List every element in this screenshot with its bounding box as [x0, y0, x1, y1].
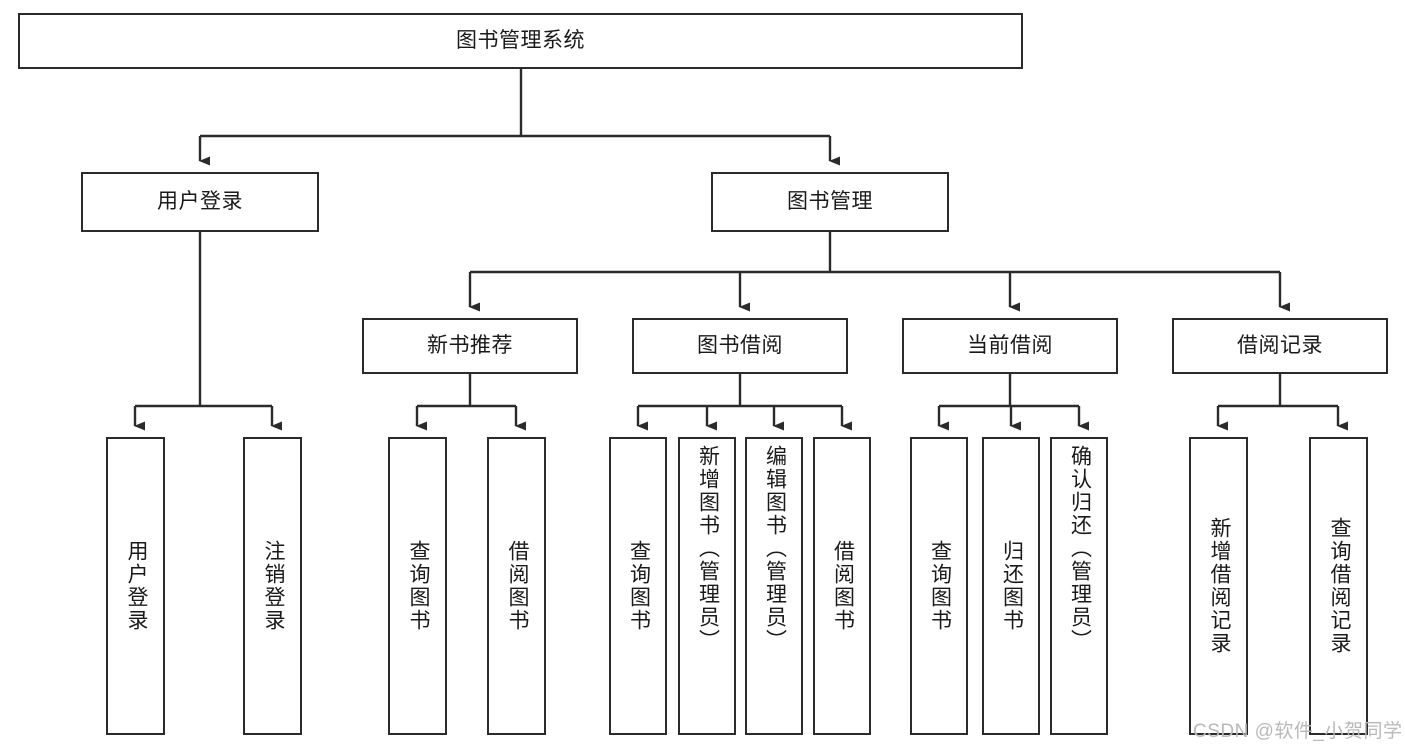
- node-user-login-label: 用户登录: [157, 189, 243, 213]
- leaf-query-book-current-label: 查询图书: [928, 540, 952, 632]
- leaf-add-borrow-record[interactable]: 新增借阅记录: [1189, 437, 1248, 735]
- leaf-borrow-book-label: 借阅图书: [831, 540, 855, 632]
- leaf-query-borrow-record-label: 查询借阅记录: [1327, 517, 1351, 655]
- node-book-borrow[interactable]: 图书借阅: [632, 318, 848, 374]
- leaf-confirm-return-label: 确认归还（管理员）: [1068, 445, 1092, 652]
- leaf-user-logout-label: 注销登录: [261, 540, 285, 632]
- node-user-login[interactable]: 用户登录: [81, 172, 319, 232]
- leaf-edit-book[interactable]: 编辑图书（管理员）: [745, 437, 803, 735]
- leaf-query-book-recommend-label: 查询图书: [406, 540, 430, 632]
- leaf-query-book-borrow[interactable]: 查询图书: [609, 437, 667, 735]
- node-new-book-recommend[interactable]: 新书推荐: [362, 318, 578, 374]
- leaf-query-book-current[interactable]: 查询图书: [910, 437, 968, 735]
- leaf-edit-book-label: 编辑图书（管理员）: [763, 445, 787, 652]
- leaf-user-login[interactable]: 用户登录: [106, 437, 165, 735]
- leaf-user-logout[interactable]: 注销登录: [243, 437, 302, 735]
- node-borrow-record-label: 借阅记录: [1237, 333, 1323, 357]
- leaf-borrow-book[interactable]: 借阅图书: [813, 437, 871, 735]
- leaf-user-login-label: 用户登录: [124, 540, 148, 632]
- leaf-add-borrow-record-label: 新增借阅记录: [1207, 517, 1231, 655]
- node-root-label: 图书管理系统: [456, 28, 585, 52]
- node-book-manage[interactable]: 图书管理: [711, 172, 949, 232]
- leaf-return-book[interactable]: 归还图书: [982, 437, 1040, 735]
- node-current-borrow[interactable]: 当前借阅: [902, 318, 1118, 374]
- node-new-book-recommend-label: 新书推荐: [427, 333, 513, 357]
- leaf-borrow-book-recommend-label: 借阅图书: [505, 540, 529, 632]
- leaf-add-book-label: 新增图书（管理员）: [696, 445, 720, 652]
- node-book-manage-label: 图书管理: [787, 189, 873, 213]
- node-current-borrow-label: 当前借阅: [967, 333, 1053, 357]
- leaf-confirm-return[interactable]: 确认归还（管理员）: [1050, 437, 1108, 735]
- leaf-add-book[interactable]: 新增图书（管理员）: [678, 437, 736, 735]
- leaf-query-book-recommend[interactable]: 查询图书: [388, 437, 447, 735]
- leaf-query-book-borrow-label: 查询图书: [627, 540, 651, 632]
- node-borrow-record[interactable]: 借阅记录: [1172, 318, 1388, 374]
- leaf-query-borrow-record[interactable]: 查询借阅记录: [1309, 437, 1368, 735]
- node-book-borrow-label: 图书借阅: [697, 333, 783, 357]
- leaf-return-book-label: 归还图书: [1000, 540, 1024, 632]
- node-root[interactable]: 图书管理系统: [18, 13, 1023, 69]
- leaf-borrow-book-recommend[interactable]: 借阅图书: [487, 437, 546, 735]
